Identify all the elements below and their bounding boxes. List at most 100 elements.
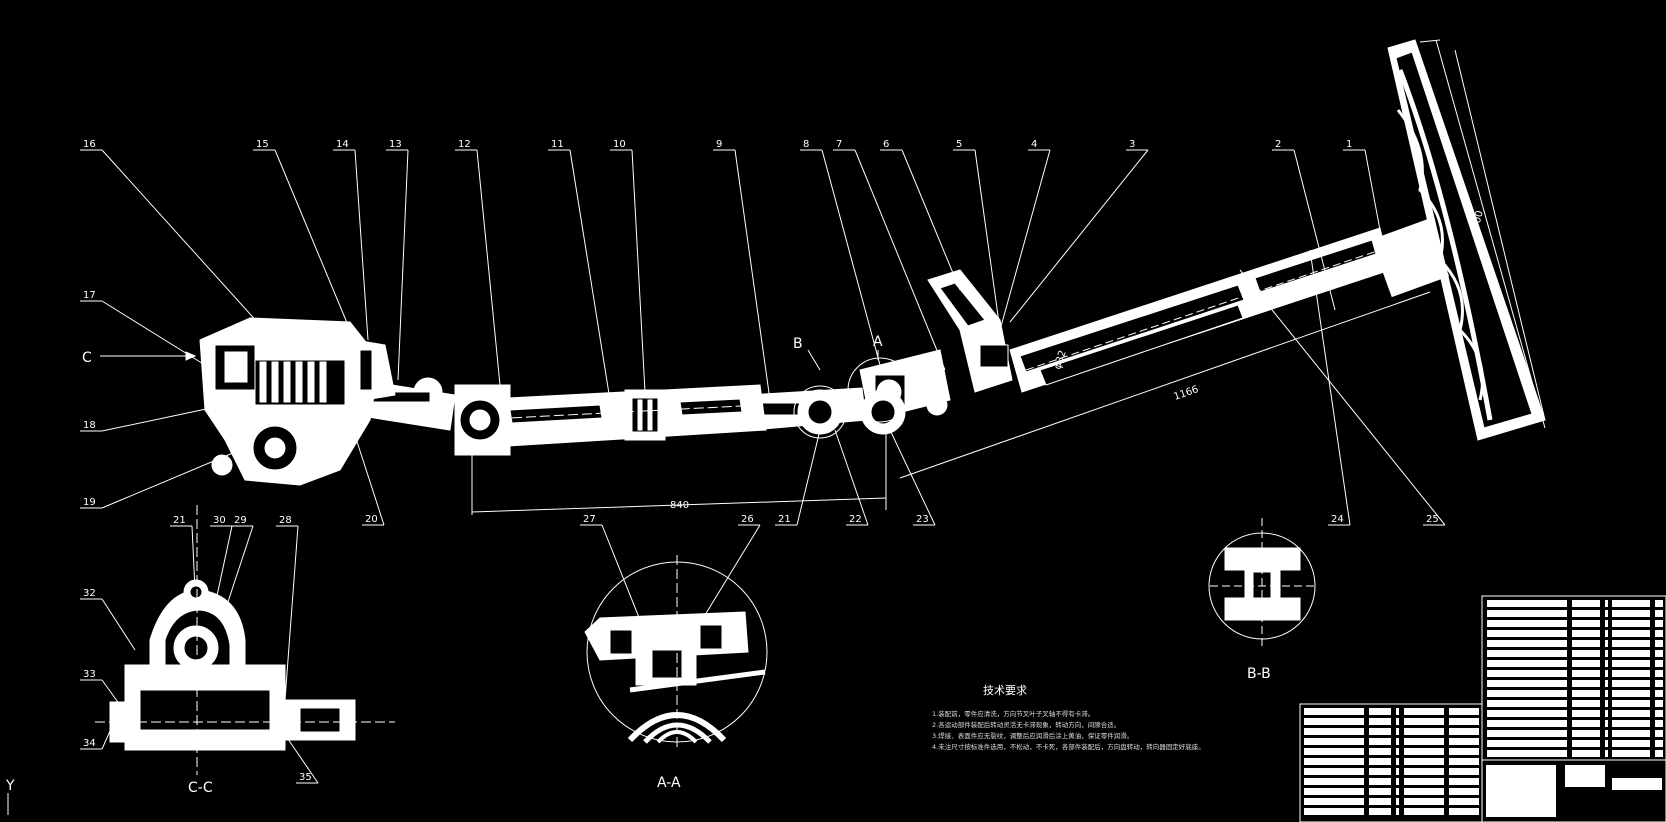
- part-number-label: 19: [83, 497, 96, 508]
- bom-cell: [1605, 660, 1608, 667]
- part-number-label: 9: [716, 139, 722, 150]
- bom-cell: [1404, 708, 1444, 715]
- bom-cell: [1449, 788, 1479, 795]
- leader-line: [354, 149, 369, 341]
- bom-cell: [1612, 750, 1650, 757]
- bom-cell: [1655, 670, 1663, 677]
- part-number-label: 21: [778, 514, 791, 525]
- bom-cell: [1605, 740, 1608, 747]
- bom-cell: [1572, 670, 1600, 677]
- bom-cell: [1655, 740, 1663, 747]
- bom-cell: [1605, 600, 1608, 607]
- bom-cell: [1487, 710, 1567, 717]
- leader-line: [901, 149, 961, 291]
- bom-cell: [1605, 630, 1608, 637]
- bom-cell: [1605, 610, 1608, 617]
- bom-cell: [1404, 808, 1444, 815]
- leader-line: [101, 598, 136, 651]
- bom-cell: [1404, 738, 1444, 745]
- bom-cell: [1612, 690, 1650, 697]
- bom-cell: [1487, 620, 1567, 627]
- bom-cell: [1369, 768, 1391, 775]
- bom-cell: [1572, 740, 1600, 747]
- bom-cell: [1449, 768, 1479, 775]
- bom-cell: [1304, 718, 1364, 725]
- part-number-label: 29: [234, 515, 247, 526]
- bom-cell: [1612, 650, 1650, 657]
- part-number-label: 28: [279, 515, 292, 526]
- section-b-b-title: B-B: [1247, 666, 1271, 682]
- bom-cell: [1304, 708, 1364, 715]
- bom-cell: [1369, 718, 1391, 725]
- bom-cell: [1612, 710, 1650, 717]
- bom-cell: [1487, 650, 1567, 657]
- lower-shaft: [469, 384, 767, 449]
- part-number-label: 6: [883, 139, 889, 150]
- bom-cell: [1655, 710, 1663, 717]
- part-number-label: 5: [956, 139, 962, 150]
- bom-cell: [1655, 720, 1663, 727]
- bom-cell: [1396, 778, 1399, 785]
- dimension-lines: [471, 49, 1546, 515]
- bom-cell: [1605, 720, 1608, 727]
- leader-line: [854, 149, 946, 371]
- bill-of-materials: [1299, 595, 1666, 822]
- bom-cell: [1572, 720, 1600, 727]
- main-assembly: [100, 39, 1546, 486]
- bom-cell: [1487, 700, 1567, 707]
- bom-cell: [1487, 680, 1567, 687]
- bom-cell: [1304, 778, 1364, 785]
- part-number-label: 1: [1346, 139, 1352, 150]
- title-block-cells: [1486, 765, 1556, 817]
- bom-cell: [1449, 808, 1479, 815]
- bom-cell: [1605, 750, 1608, 757]
- bom-cell: [1449, 718, 1479, 725]
- bom-cell: [1655, 680, 1663, 687]
- bom-cell: [1655, 690, 1663, 697]
- steering-wheel: [1370, 39, 1546, 441]
- leader-line: [601, 524, 641, 621]
- dim-840: 840: [670, 500, 689, 511]
- leader-line: [349, 419, 385, 526]
- tech-note-3: 3.焊接、表面件应无裂纹，调整后应润滑后涂上黄油，保证零件润滑。: [932, 731, 1133, 740]
- bom-cell: [1572, 680, 1600, 687]
- section-marker-c: C: [82, 350, 92, 366]
- leader-line: [476, 149, 501, 386]
- bom-cell: [1612, 740, 1650, 747]
- bom-cell: [1605, 620, 1608, 627]
- leader-line: [631, 149, 646, 393]
- leader-line: [821, 149, 881, 366]
- bom-cell: [1404, 798, 1444, 805]
- part-number-label: 12: [458, 139, 471, 150]
- bom-cell: [1396, 808, 1399, 815]
- bom-cell: [1449, 708, 1479, 715]
- bom-cell: [1612, 610, 1650, 617]
- bom-cell: [1396, 788, 1399, 795]
- tech-note-2: 2.各运动部件装配后转动灵活无卡滞现象，转动方向，间隙合适。: [932, 720, 1120, 729]
- axis-y-label: Y: [5, 778, 15, 794]
- bom-cell: [1396, 758, 1399, 765]
- leader-line: [1309, 249, 1351, 526]
- column-bracket: [927, 269, 1013, 393]
- bom-cell: [1612, 600, 1650, 607]
- bom-cell: [1404, 768, 1444, 775]
- part-number-label: 7: [836, 139, 842, 150]
- leader-lines: [80, 149, 1446, 784]
- bom-cell: [1655, 600, 1663, 607]
- bom-cell: [1605, 680, 1608, 687]
- part-number-label: 23: [916, 514, 929, 525]
- bom-cell: [1396, 728, 1399, 735]
- part-number-label: 17: [83, 290, 96, 301]
- part-number-label: 3: [1129, 139, 1135, 150]
- bom-cell: [1369, 708, 1391, 715]
- bom-cell: [1304, 768, 1364, 775]
- bom-cell: [1612, 660, 1650, 667]
- leader-line: [734, 149, 771, 401]
- part-number-label: 25: [1426, 514, 1439, 525]
- bom-cell: [1572, 630, 1600, 637]
- bom-cell: [1369, 808, 1391, 815]
- middle-shaft: [747, 357, 913, 439]
- bom-cell: [1487, 660, 1567, 667]
- dim-1166: 1166: [1172, 384, 1200, 403]
